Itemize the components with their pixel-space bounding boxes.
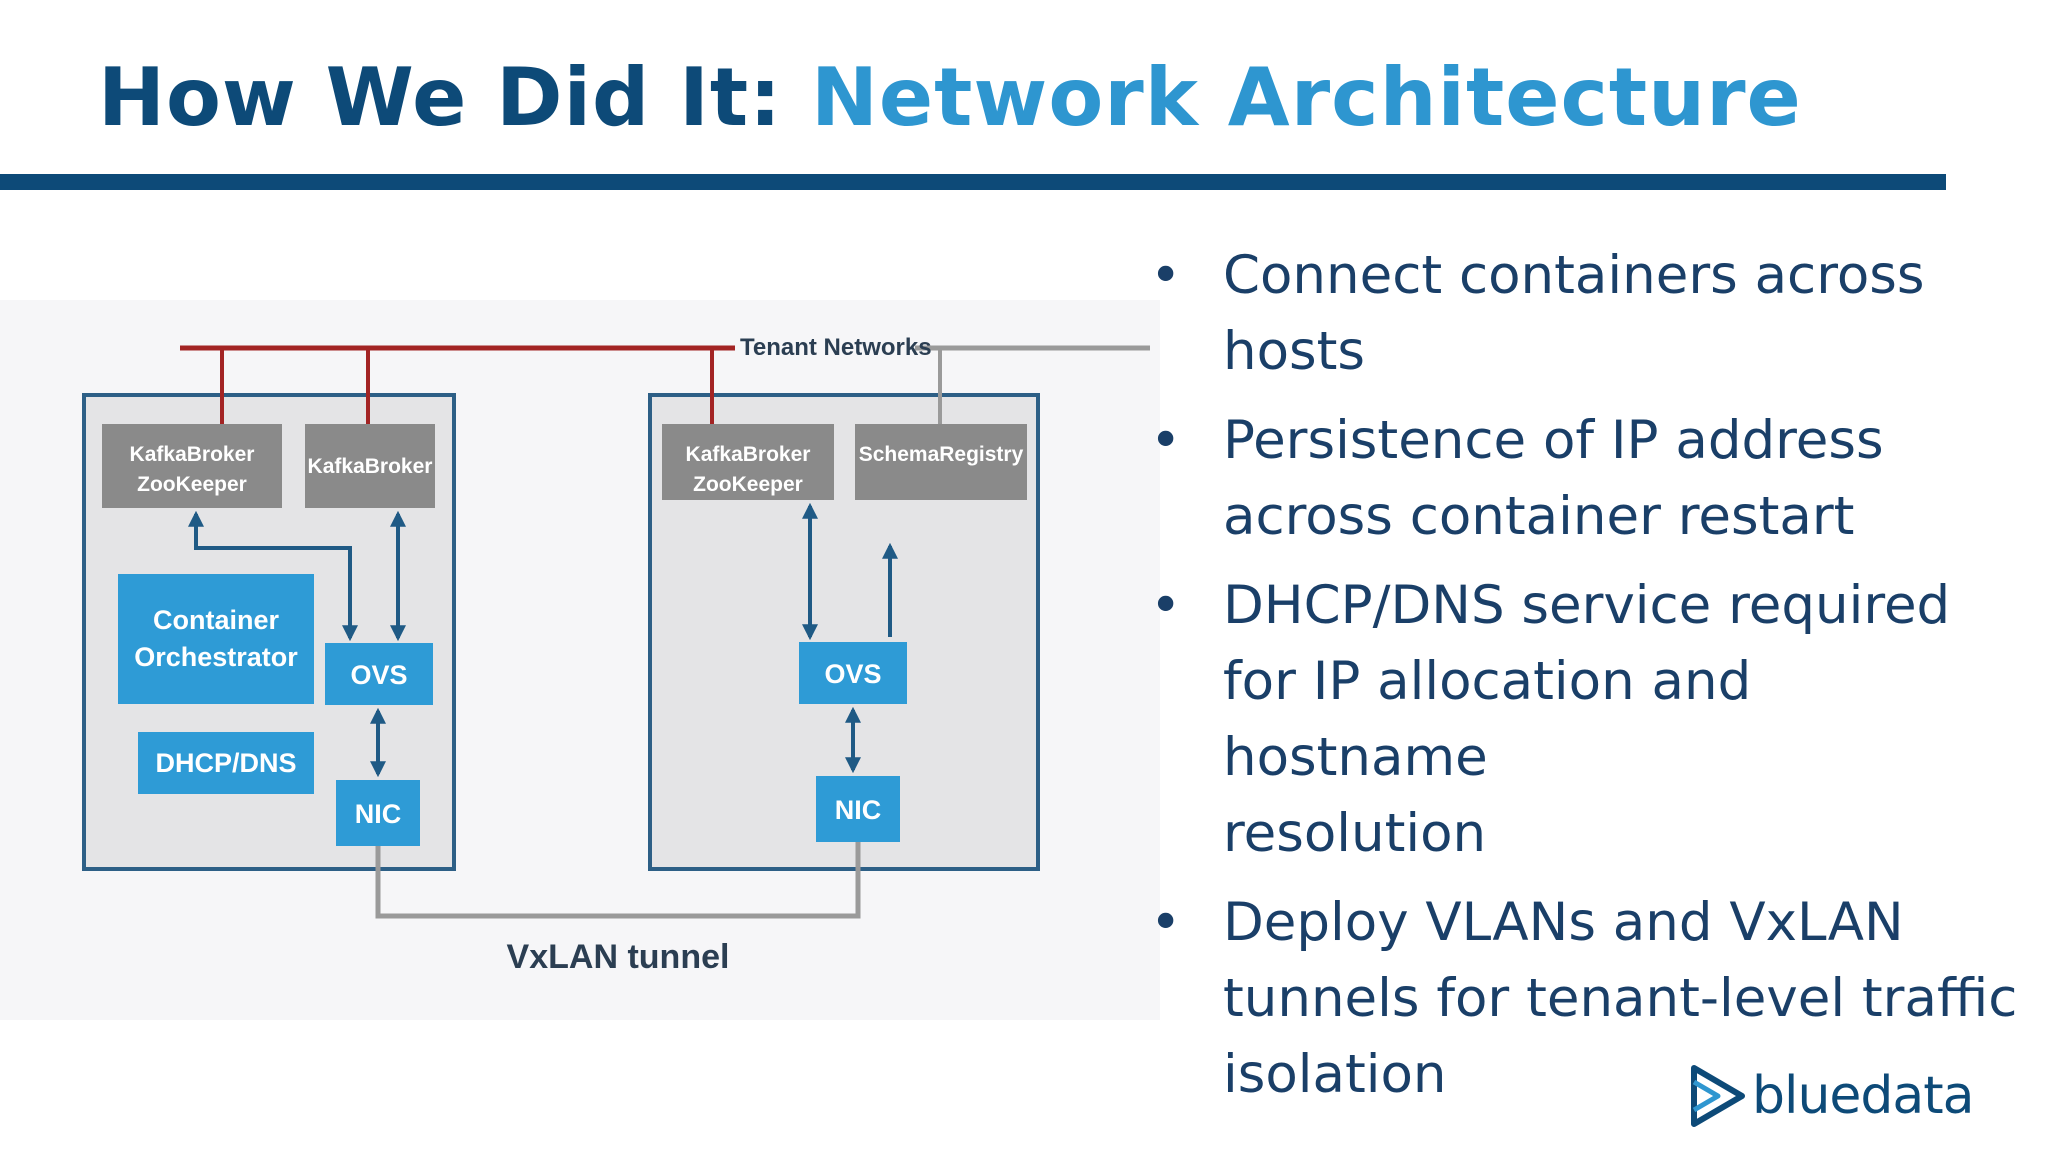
- vxlan-tunnel-line: [375, 842, 861, 919]
- bullet-text-line: Connect containers across: [1223, 245, 1925, 306]
- host2-kafka-zk-line2: ZooKeeper: [693, 473, 803, 496]
- bullet-marker: •: [1150, 410, 1182, 471]
- title-highlight: Network Architecture: [810, 51, 1802, 144]
- tenant-networks-label: Tenant Networks: [740, 334, 932, 361]
- host1-orchestrator-line2: Orchestrator: [134, 642, 298, 672]
- host2-nic-box: [816, 776, 900, 842]
- bullet-marker: •: [1150, 892, 1182, 953]
- bullet-item: • Persistence of IP address across conta…: [1150, 403, 2030, 555]
- bullet-list: • Connect containers across hosts • Pers…: [1150, 238, 2030, 1126]
- host1-kafka-zookeeper-box: [102, 424, 282, 508]
- host2-ovs-label: OVS: [824, 659, 881, 689]
- bullet-marker: •: [1150, 245, 1182, 306]
- title-divider: [0, 174, 1946, 190]
- page-title: How We Did It: Network Architecture: [98, 48, 1802, 148]
- host1-container-orchestrator-box: [118, 574, 314, 704]
- host1-nic-label: NIC: [355, 799, 402, 829]
- network-diagram: Tenant Networks KafkaBroker ZooKeeper Ka…: [0, 300, 1160, 1020]
- bullet-text-line: isolation: [1223, 1044, 1447, 1105]
- host1-kafka-broker-label: KafkaBroker: [308, 455, 433, 478]
- host2-kafka-zk-line1: KafkaBroker: [686, 443, 811, 466]
- host1-nic-box: [336, 780, 420, 846]
- bluedata-wordmark: bluedata: [1752, 1066, 1975, 1126]
- bullet-text-line: hosts: [1223, 321, 1366, 382]
- host1-orchestrator-arrow: [188, 510, 358, 642]
- bullet-text-line: DHCP/DNS service required: [1223, 575, 1951, 636]
- bullet-marker: •: [1150, 575, 1182, 636]
- host1-kafka-zk-line2: ZooKeeper: [137, 473, 247, 496]
- title-prefix: How We Did It:: [98, 51, 811, 144]
- host2-ovs-box: [799, 642, 907, 704]
- host1-ovs-label: OVS: [350, 660, 407, 690]
- bullet-text-line: resolution: [1223, 803, 1487, 864]
- host1-kafka-broker-box: [305, 424, 435, 508]
- bullet-text-line: Deploy VLANs and VxLAN: [1223, 892, 1904, 953]
- network-diagram-svg: Tenant Networks KafkaBroker ZooKeeper Ka…: [82, 334, 1150, 976]
- host1-ovs-box: [325, 643, 433, 705]
- host2-schema-registry-label: SchemaRegistry: [859, 443, 1024, 466]
- host1-orchestrator-line1: Container: [153, 605, 280, 635]
- host1-dhcp-dns-label: DHCP/DNS: [155, 748, 296, 778]
- bluedata-play-icon: [1691, 1065, 1745, 1127]
- bullet-item: • Connect containers across hosts: [1150, 238, 2030, 390]
- bullet-text-line: tunnels for tenant-level traffic: [1223, 968, 2018, 1029]
- bullet-text-line: Persistence of IP address: [1223, 410, 1884, 471]
- vxlan-tunnel-label: VxLAN tunnel: [507, 938, 730, 976]
- bullet-item: • DHCP/DNS service required for IP alloc…: [1150, 568, 2030, 872]
- host2-kafka-zookeeper-box: [662, 424, 834, 500]
- host2-schema-registry-box: [855, 424, 1027, 500]
- bullet-text-line: across container restart: [1223, 486, 1855, 547]
- bluedata-logo: bluedata: [1688, 1060, 1975, 1132]
- bullet-text-line: for IP allocation and hostname: [1223, 651, 1752, 788]
- bullet-item: • Deploy VLANs and VxLAN tunnels for ten…: [1150, 885, 2030, 1113]
- host1-dhcp-dns-box: [138, 732, 314, 794]
- host2-nic-label: NIC: [835, 795, 882, 825]
- host1-kafka-zk-line1: KafkaBroker: [130, 443, 255, 466]
